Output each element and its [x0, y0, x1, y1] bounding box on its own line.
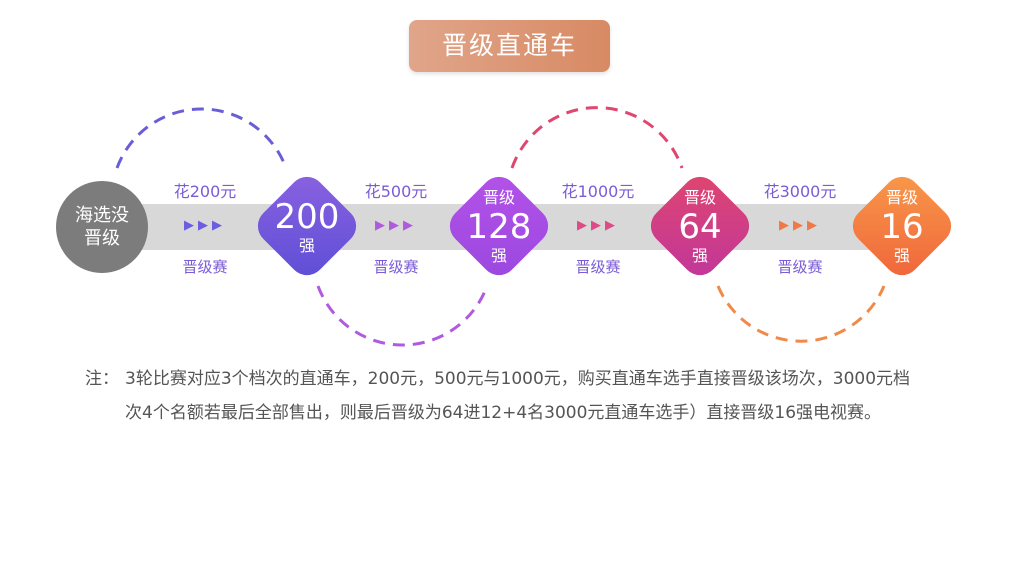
- node-top-label: 晋级: [885, 188, 918, 207]
- node-64: 晋级 64 强: [645, 170, 755, 284]
- link-stage-3: 晋级赛: [575, 258, 621, 276]
- link-stage-4: 晋级赛: [777, 258, 823, 276]
- link-price-1: 花200元: [173, 182, 237, 201]
- page-title: 晋级直通车: [409, 20, 610, 72]
- node-number: 200: [274, 197, 340, 237]
- arc-lower-2: [316, 285, 489, 347]
- node-bottom-label: 强: [298, 236, 315, 255]
- link-price-3: 花1000元: [561, 182, 635, 201]
- start-line1: 海选没: [75, 205, 129, 226]
- footnote-label: 注：: [85, 369, 119, 389]
- footnote-text: 3轮比赛对应3个档次的直通车，200元，500元与1000元，购买直通车选手直接…: [125, 369, 911, 423]
- link-stage-1: 晋级赛: [182, 258, 228, 276]
- arc-lower-4: [716, 285, 886, 343]
- arrow-icon: ▶▶▶: [577, 218, 619, 233]
- node-16: 晋级 16 强: [847, 170, 957, 284]
- node-bottom-label: 强: [691, 246, 708, 265]
- node-number: 64: [678, 207, 722, 247]
- node-bottom-label: 强: [490, 246, 507, 265]
- link-price-4: 花3000元: [763, 182, 837, 201]
- node-200: 200 强: [252, 170, 362, 284]
- start-line2: 晋级: [84, 228, 120, 249]
- node-number: 16: [880, 207, 924, 247]
- arrow-icon: ▶▶▶: [375, 218, 417, 233]
- arc-upper-1: [115, 107, 288, 169]
- node-top-label: 晋级: [683, 188, 716, 207]
- link-price-2: 花500元: [364, 182, 428, 201]
- node-128: 晋级 128 强: [444, 170, 554, 284]
- node-bottom-label: 强: [893, 246, 910, 265]
- arrow-icon: ▶▶▶: [184, 218, 226, 233]
- link-stage-2: 晋级赛: [373, 258, 419, 276]
- node-number: 128: [466, 207, 532, 247]
- node-top-label: 晋级: [482, 188, 515, 207]
- arrow-icon: ▶▶▶: [779, 218, 821, 233]
- arc-upper-3: [510, 106, 684, 169]
- start-node: 海选没 晋级: [56, 181, 148, 273]
